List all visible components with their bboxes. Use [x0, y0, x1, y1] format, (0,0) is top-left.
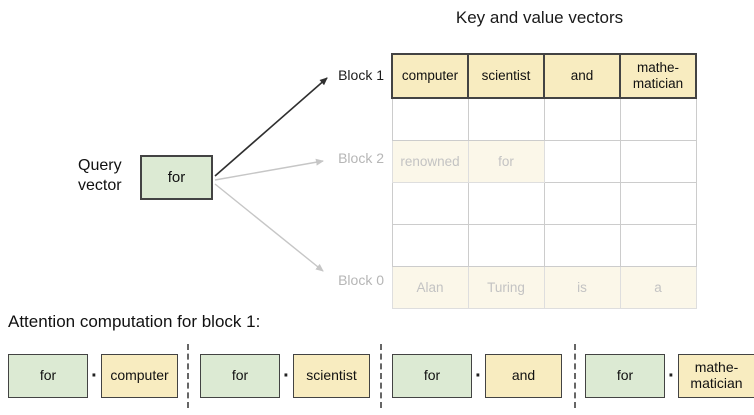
kv-cell: and [543, 53, 621, 99]
arrow-to-block-2-icon [214, 158, 324, 181]
kv-cell: computer [391, 53, 469, 99]
key-term-box: and [485, 354, 562, 398]
arrow-to-block-1-icon [214, 77, 328, 177]
kv-cell [543, 182, 621, 225]
pair-separator [187, 344, 189, 408]
kv-cell [391, 224, 469, 267]
dot-product-operator: · [283, 364, 290, 387]
key-value-table: computer scientist and mathe- matician r… [391, 53, 697, 309]
dot-product-operator: · [475, 364, 482, 387]
dot-product-operator: · [91, 364, 98, 387]
kv-cell [543, 97, 621, 141]
kv-cell [619, 140, 697, 183]
kv-cell [619, 182, 697, 225]
query-vector-label-line1: Query [78, 157, 122, 174]
query-vector-label-line2: vector [78, 177, 122, 194]
query-vector-box: for [140, 155, 213, 200]
attention-heading: Attention computation for block 1: [8, 312, 261, 331]
query-term-box: for [200, 354, 280, 398]
attention-pair-1: for · computer [8, 354, 178, 398]
kv-cell: Alan [391, 266, 469, 309]
query-term-box: for [8, 354, 88, 398]
pair-separator [574, 344, 576, 408]
query-term-box: for [392, 354, 472, 398]
attention-pair-4: for · mathe- matician [585, 354, 754, 398]
key-term-box: mathe- matician [678, 354, 754, 398]
block-1-label: Block 1 [338, 67, 384, 83]
kv-cell: mathe- matician [619, 53, 697, 99]
arrow-to-block-0-icon [214, 183, 324, 272]
kv-cell: for [467, 140, 545, 183]
key-term-box: computer [101, 354, 178, 398]
kv-cell: scientist [467, 53, 545, 99]
kv-cell [467, 97, 545, 141]
attention-pair-3: for · and [392, 354, 562, 398]
kv-cell [467, 182, 545, 225]
table-row-empty [391, 97, 697, 141]
table-row-block-1: computer scientist and mathe- matician [391, 53, 697, 99]
query-term-box: for [585, 354, 665, 398]
kv-cell [391, 97, 469, 141]
kv-cell [619, 97, 697, 141]
table-row-empty [391, 182, 697, 225]
pair-separator [380, 344, 382, 408]
block-2-label: Block 2 [338, 150, 384, 166]
key-term-box: scientist [293, 354, 370, 398]
table-row-block-2: renowned for [391, 140, 697, 183]
table-row-block-0: Alan Turing is a [391, 266, 697, 309]
table-row-empty [391, 224, 697, 267]
kv-cell [467, 224, 545, 267]
kv-cell: renowned [391, 140, 469, 183]
attention-pair-2: for · scientist [200, 354, 370, 398]
dot-product-operator: · [668, 364, 675, 387]
kv-cell [543, 224, 621, 267]
kv-cell [619, 224, 697, 267]
kv-cell: Turing [467, 266, 545, 309]
kv-cell: is [543, 266, 621, 309]
block-0-label: Block 0 [338, 272, 384, 288]
query-vector-label: Query vector [78, 156, 122, 196]
kv-cell: a [619, 266, 697, 309]
kv-cell [391, 182, 469, 225]
kv-cell [543, 140, 621, 183]
kv-table-title: Key and value vectors [455, 8, 624, 27]
